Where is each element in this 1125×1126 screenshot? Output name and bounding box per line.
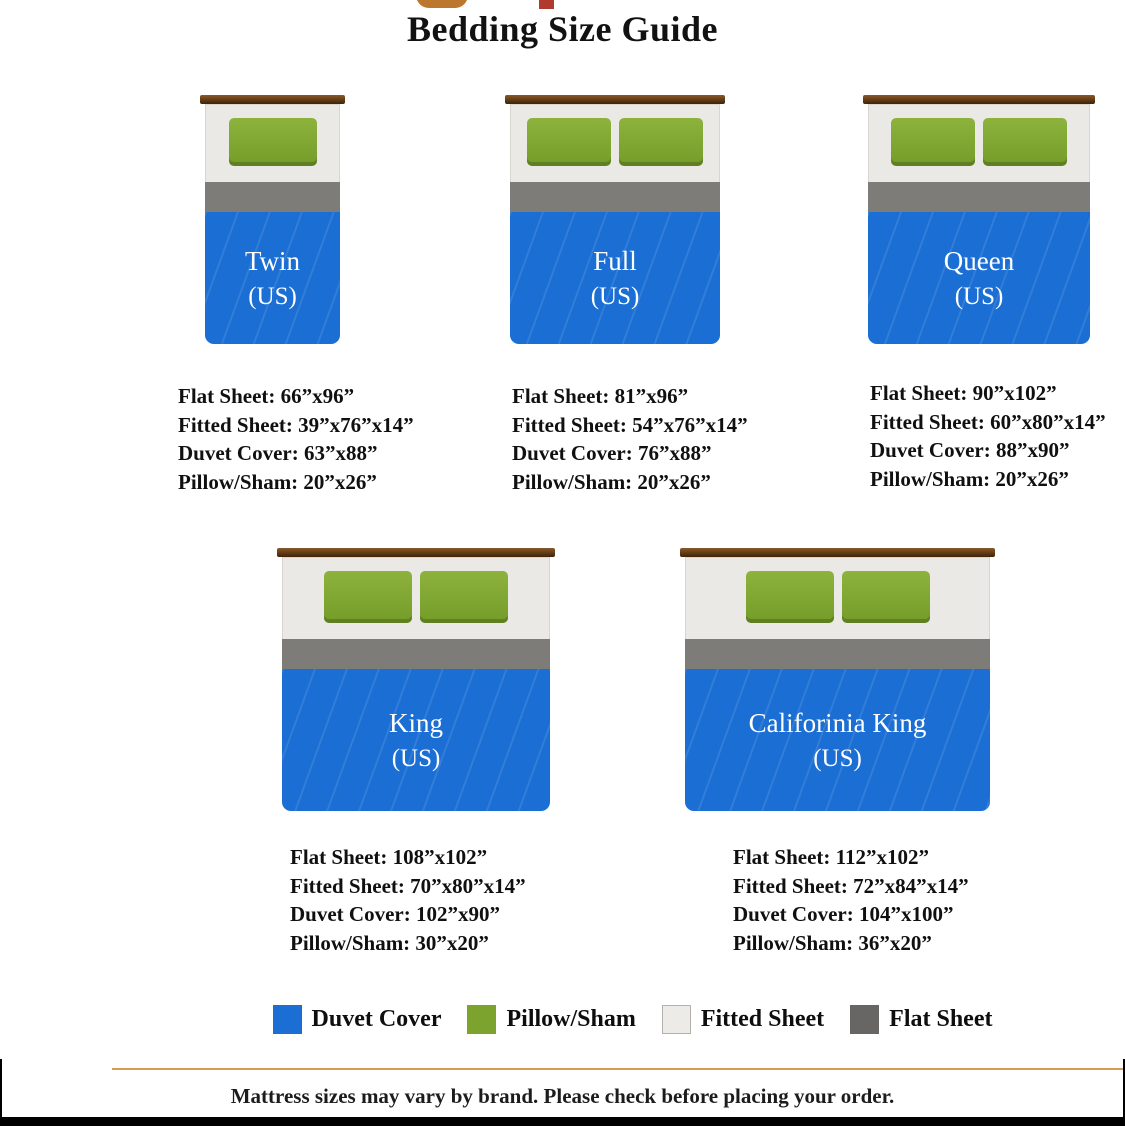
spec-line: Fitted Sheet: 60”x80”x14”	[870, 409, 1106, 434]
spec-line: Duvet Cover: 102”x90”	[290, 902, 500, 926]
spec-line: Flat Sheet: 90”x102”	[870, 381, 1057, 405]
spec-line: Fitted Sheet: 72”x84”x14”	[733, 873, 969, 898]
pillow-icon	[527, 118, 611, 166]
bed-full: Full (US)	[505, 95, 725, 344]
specs-king: Flat Sheet: 108”x102” Fitted Sheet: 70”x…	[290, 843, 526, 957]
legend-item-fitted-sheet: Fitted Sheet	[661, 1005, 825, 1034]
spec-line: Flat Sheet: 112”x102”	[733, 845, 929, 869]
legend: Duvet Cover Pillow/Sham Fitted Sheet Fla…	[70, 1005, 1125, 1034]
bottom-bar	[0, 1117, 1125, 1126]
spec-line: Flat Sheet: 108”x102”	[290, 845, 488, 869]
bed-size-label: Twin	[244, 246, 301, 277]
pillow-icon	[841, 571, 930, 623]
fitted-sheet-area	[282, 557, 550, 639]
fitted-sheet-area	[868, 104, 1090, 182]
bed-region-label: (US)	[590, 282, 640, 310]
pillow-icon	[891, 118, 975, 166]
pillow-icon	[983, 118, 1067, 166]
pillow-icon	[619, 118, 703, 166]
flat-sheet-band	[282, 639, 550, 669]
flat-sheet-band	[205, 182, 340, 212]
spec-line: Pillow/Sham: 20”x26”	[512, 469, 711, 494]
pillow-icon	[324, 571, 412, 623]
specs-full: Flat Sheet: 81”x96” Fitted Sheet: 54”x76…	[512, 382, 748, 496]
bed-queen: Queen (US)	[863, 95, 1095, 344]
flat-sheet-swatch-icon	[850, 1005, 880, 1034]
bed-twin: Twin (US)	[200, 95, 345, 344]
divider-line	[112, 1068, 1125, 1070]
bed-region-label: (US)	[391, 744, 441, 772]
bed-size-label: King	[389, 708, 443, 739]
spec-line: Pillow/Sham: 20”x26”	[178, 469, 377, 494]
flat-sheet-band	[685, 639, 990, 669]
spec-line: Pillow/Sham: 30”x20”	[290, 930, 489, 955]
pillow-icon	[420, 571, 508, 623]
spec-line: Fitted Sheet: 39”x76”x14”	[178, 412, 414, 437]
spec-line: Duvet Cover: 88”x90”	[870, 438, 1070, 462]
legend-label: Duvet Cover	[311, 1006, 442, 1032]
headboard	[505, 95, 725, 104]
pillow-sham-swatch-icon	[467, 1005, 497, 1034]
duvet-cover-area: King (US)	[282, 669, 550, 811]
flat-sheet-band	[868, 182, 1090, 212]
right-edge-line	[1123, 1059, 1125, 1117]
legend-label: Flat Sheet	[889, 1006, 993, 1032]
spec-line: Pillow/Sham: 36”x20”	[733, 930, 932, 955]
headboard	[863, 95, 1095, 104]
specs-queen: Flat Sheet: 90”x102” Fitted Sheet: 60”x8…	[870, 379, 1106, 493]
page-title: Bedding Size Guide	[406, 9, 719, 49]
legend-item-flat-sheet: Flat Sheet	[850, 1005, 992, 1034]
fitted-sheet-area	[510, 104, 720, 182]
legend-item-duvet-cover: Duvet Cover	[272, 1005, 442, 1034]
flat-sheet-band	[510, 182, 720, 212]
spec-line: Pillow/Sham: 20”x26”	[870, 466, 1069, 491]
spec-line: Fitted Sheet: 54”x76”x14”	[512, 412, 748, 437]
bed-region-label: (US)	[248, 282, 297, 310]
left-edge-line	[0, 1059, 2, 1117]
spec-line: Fitted Sheet: 70”x80”x14”	[290, 873, 526, 898]
ribbon-remnant-icon	[539, 0, 554, 9]
legend-label: Fitted Sheet	[700, 1006, 825, 1032]
spec-line: Flat Sheet: 66”x96”	[178, 384, 355, 408]
bed-size-label: Full	[593, 246, 637, 277]
bed-region-label: (US)	[954, 282, 1004, 310]
footer-note: Mattress sizes may vary by brand. Please…	[230, 1084, 895, 1108]
duvet-cover-area: Full (US)	[510, 212, 720, 344]
headboard	[277, 548, 555, 557]
logo-remnant-icon	[416, 0, 468, 8]
fitted-sheet-swatch-icon	[661, 1005, 691, 1034]
bed-size-label: Califorinia King	[748, 708, 927, 739]
specs-twin: Flat Sheet: 66”x96” Fitted Sheet: 39”x76…	[178, 382, 414, 496]
spec-line: Duvet Cover: 104”x100”	[733, 902, 954, 926]
spec-line: Duvet Cover: 76”x88”	[512, 441, 712, 465]
specs-california-king: Flat Sheet: 112”x102” Fitted Sheet: 72”x…	[733, 843, 969, 957]
pillow-icon	[745, 571, 834, 623]
legend-label: Pillow/Sham	[506, 1006, 636, 1032]
duvet-cover-area: Califorinia King (US)	[685, 669, 990, 811]
legend-item-pillow-sham: Pillow/Sham	[467, 1005, 636, 1034]
spec-line: Flat Sheet: 81”x96”	[512, 384, 689, 408]
duvet-cover-area: Twin (US)	[205, 212, 340, 344]
duvet-cover-area: Queen (US)	[868, 212, 1090, 344]
fitted-sheet-area	[685, 557, 990, 639]
bed-king: King (US)	[277, 548, 555, 811]
headboard	[200, 95, 345, 104]
pillow-icon	[228, 118, 317, 166]
fitted-sheet-area	[205, 104, 340, 182]
duvet-cover-swatch-icon	[272, 1005, 302, 1034]
bed-california-king: Califorinia King (US)	[680, 548, 995, 811]
bed-region-label: (US)	[813, 744, 862, 772]
headboard	[680, 548, 995, 557]
bed-size-label: Queen	[943, 246, 1015, 277]
spec-line: Duvet Cover: 63”x88”	[178, 441, 378, 465]
